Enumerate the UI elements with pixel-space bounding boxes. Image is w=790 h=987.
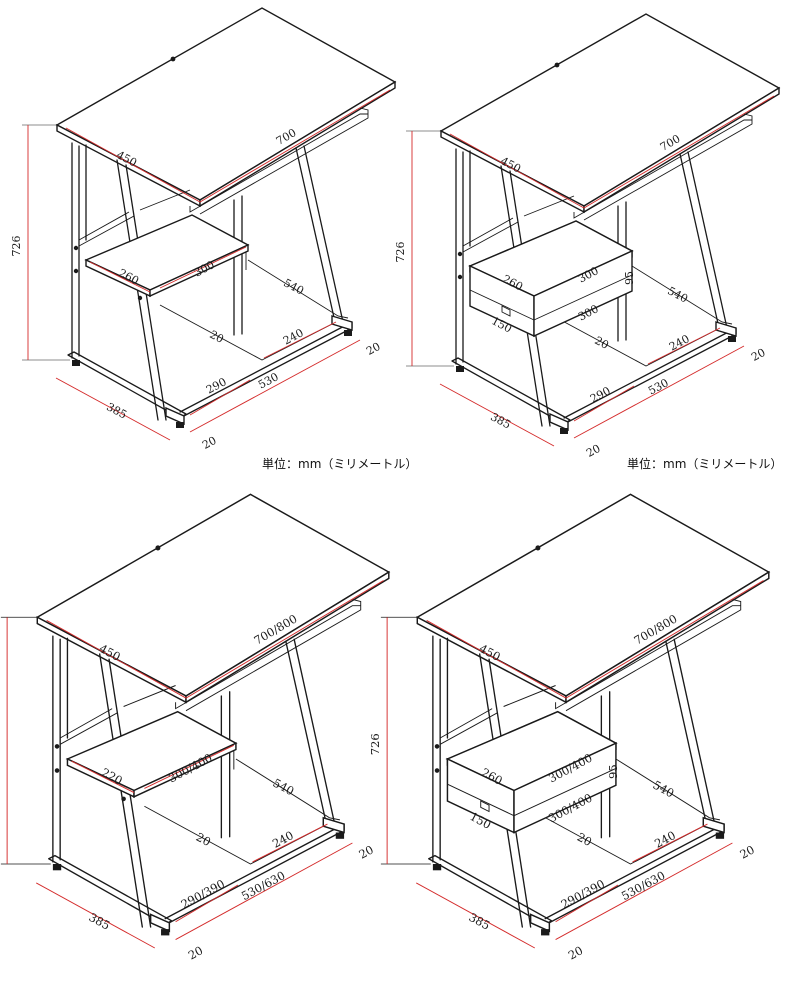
dim-base-depth: 385 <box>87 910 113 933</box>
dim-height: 726 <box>368 733 382 755</box>
dim-base-gap: 240 <box>652 828 678 851</box>
dim-base-depth: 385 <box>467 910 493 933</box>
dim-foot-depth: 20 <box>584 442 602 460</box>
dim-base-depth: 385 <box>488 410 513 431</box>
dim-foot-depth-right: 20 <box>737 842 756 861</box>
dim-foot-depth-right: 20 <box>749 346 767 364</box>
dim-foot-depth: 20 <box>200 434 218 452</box>
dim-height: 726 <box>0 733 2 755</box>
dim-foot-gap: 20 <box>207 328 225 346</box>
unit-label-right: 単位：mm（ミリメートル） <box>627 457 783 471</box>
dim-leg-depth: 290/390 <box>179 877 227 912</box>
dim-base-depth: 385 <box>104 400 129 421</box>
dim-height: 726 <box>394 242 407 263</box>
dim-foot-gap: 20 <box>592 334 610 352</box>
dim-leg-depth: 290/390 <box>559 877 607 912</box>
dim-leg-depth: 290 <box>588 384 613 405</box>
unit-label-left: 単位：mm（ミリメートル） <box>262 457 418 471</box>
drawing-no-drawer-700: 726 450 700 260 300 540 20 240 20 290 53… <box>10 7 396 452</box>
dim-foot-gap: 20 <box>575 830 594 849</box>
drawing-drawer-700: 726 450 700 260 300 95 300 150 540 20 24… <box>394 14 779 460</box>
dim-foot-gap: 20 <box>194 830 213 849</box>
dim-height: 726 <box>10 236 23 257</box>
dim-base-gap: 240 <box>667 332 692 353</box>
drawing-drawer-800: 726 450 700/800 260 300/400 95 300/400 1… <box>368 494 769 963</box>
dim-drawer-height: 95 <box>606 764 620 779</box>
dim-foot-depth: 20 <box>186 943 205 962</box>
dim-foot-depth-right: 20 <box>364 340 382 358</box>
dim-foot-depth-right: 20 <box>356 842 375 861</box>
dim-foot-depth: 20 <box>566 943 585 962</box>
dim-base-gap: 240 <box>270 828 296 851</box>
drawing-no-drawer-800: 726 450 700/800 220 300/400 540 20 240 2… <box>0 493 390 963</box>
dim-shelf-gap: 540 <box>665 284 690 305</box>
dim-base-width: 530 <box>256 370 281 391</box>
dim-shelf-gap: 540 <box>281 276 306 297</box>
dim-drawer-height: 95 <box>623 271 636 285</box>
dim-shelf-gap: 540 <box>651 778 677 801</box>
